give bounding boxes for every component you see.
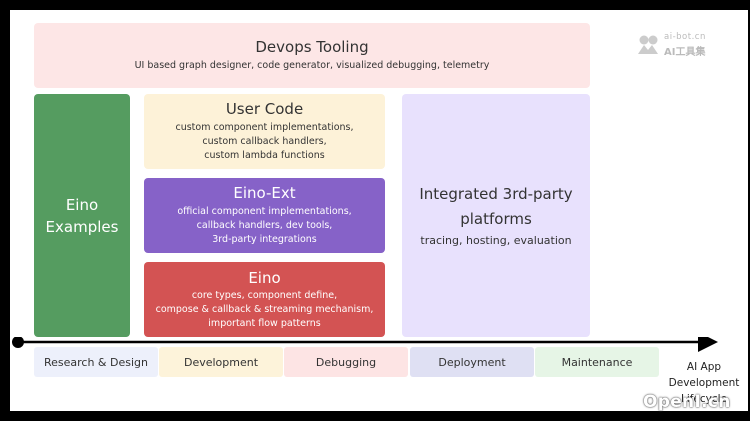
eino-ext-box: Eino-Ext official component implementati… [144, 178, 385, 253]
eino-ext-line: 3rd-party integrations [212, 234, 317, 245]
examples-title-line2: Examples [45, 217, 119, 236]
integrated-platforms-box: Integrated 3rd-party platforms tracing, … [402, 94, 590, 337]
eino-ext-line: callback handlers, dev tools, [196, 220, 333, 231]
lifecycle-label: AI App Development Lifecycle [660, 359, 748, 407]
stage-maintenance: Maintenance [535, 347, 659, 377]
user-code-line: custom callback handlers, [202, 136, 327, 147]
eino-title: Eino [248, 268, 281, 287]
user-code-title: User Code [225, 100, 304, 118]
stage-research-design: Research & Design [34, 347, 158, 377]
watermark-name: AI工具集 [664, 47, 706, 58]
eino-line: compose & callback & streaming mechanism… [155, 303, 374, 315]
devops-subtitle: UI based graph designer, code generator,… [134, 60, 490, 71]
stage-debugging: Debugging [284, 347, 408, 377]
slide: Devops Tooling UI based graph designer, … [10, 10, 748, 411]
watermark-bottom: OpenI.cn [643, 392, 731, 412]
user-code-line: custom lambda functions [204, 150, 325, 161]
eino-line: core types, component define, [191, 289, 338, 301]
platforms-title-line1: Integrated 3rd-party [419, 184, 573, 203]
stage-development: Development [159, 347, 283, 377]
platforms-title-line2: platforms [460, 209, 532, 228]
watermark-icon [638, 35, 658, 54]
lifecycle-line1: AI App [686, 361, 722, 373]
lifecycle-axis [12, 337, 718, 352]
watermark-logo: ai-bot.cn AI工具集 [636, 32, 726, 62]
user-code-line: custom component implementations, [175, 122, 354, 133]
devops-title: Devops Tooling [255, 38, 369, 56]
examples-title-line1: Eino [65, 195, 99, 214]
user-code-box: User Code custom component implementatio… [144, 94, 385, 169]
devops-tooling-box: Devops Tooling UI based graph designer, … [34, 23, 590, 88]
eino-line: important flow patterns [208, 317, 321, 329]
eino-ext-title: Eino-Ext [233, 184, 296, 202]
axis-arrowhead-icon [698, 337, 718, 352]
lifecycle-line3: Lifecycle [680, 393, 728, 405]
eino-box: Eino core types, component define, compo… [144, 262, 385, 337]
platforms-subtitle: tracing, hosting, evaluation [420, 233, 572, 247]
lifecycle-line2: Development [668, 377, 740, 389]
eino-ext-line: official component implementations, [177, 206, 352, 217]
watermark-domain: ai-bot.cn [664, 32, 706, 42]
stage-deployment: Deployment [410, 347, 534, 377]
eino-examples-box: Eino Examples [34, 94, 130, 337]
